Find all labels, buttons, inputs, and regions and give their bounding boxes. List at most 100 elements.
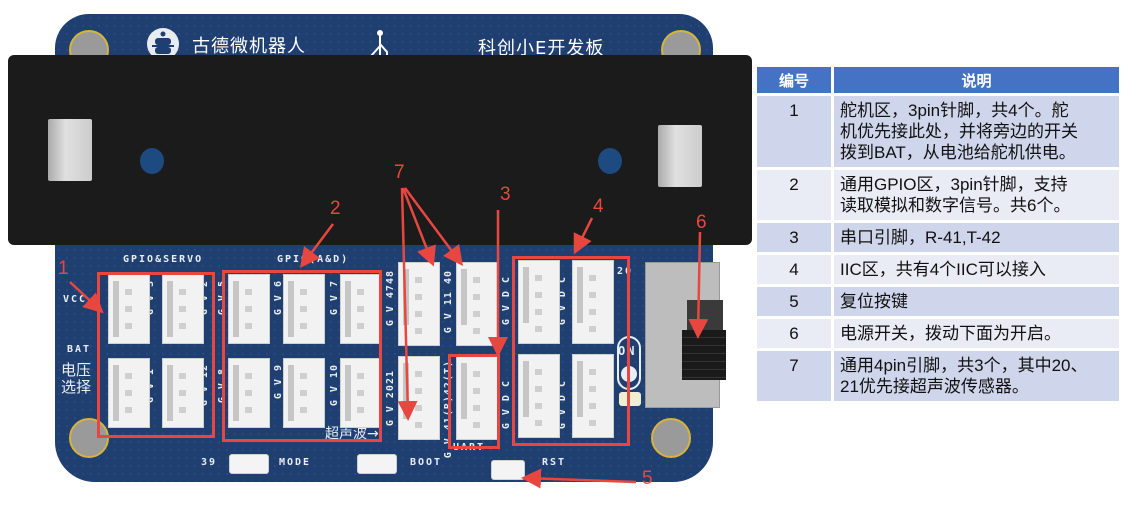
description-line: 复位按键	[840, 292, 908, 311]
connector-pin	[535, 275, 542, 281]
connector-pin	[125, 306, 132, 312]
connector-pin	[415, 328, 422, 334]
connector-pin	[357, 323, 364, 329]
connector-pin	[473, 388, 480, 394]
row-number: 1	[757, 96, 831, 167]
connector-pin	[415, 311, 422, 317]
vcc-label: VCC	[63, 294, 88, 305]
pin-39-label: 39	[201, 457, 218, 468]
connector-3pin	[108, 358, 150, 428]
battery-holder	[8, 55, 752, 245]
mounting-hole	[651, 418, 691, 458]
row-number: 2	[757, 170, 831, 220]
connector-pin	[357, 373, 364, 379]
description-line: 拨到BAT，从电池给舵机供电。	[840, 143, 1076, 162]
column-gap	[831, 96, 834, 167]
connector-pin	[473, 294, 480, 300]
mode-button[interactable]	[229, 454, 269, 474]
arrow-6	[688, 231, 709, 339]
connector-pin	[589, 326, 596, 332]
connector-pin	[473, 311, 480, 317]
connector-pin	[589, 403, 596, 409]
column-gap	[831, 319, 834, 348]
ultrasonic-label: 超声波→	[325, 426, 379, 442]
connector-pin	[415, 371, 422, 377]
connector-pin	[535, 420, 542, 426]
column-gap	[831, 255, 834, 284]
connector-pin	[357, 390, 364, 396]
row-number: 7	[757, 351, 831, 401]
connector-pin	[357, 289, 364, 295]
connector-pin	[589, 292, 596, 298]
annotation-arrows	[69, 187, 709, 489]
mounting-hole	[69, 418, 109, 458]
connector-pin	[535, 403, 542, 409]
row-description: IIC区，共有4个IIC可以接入	[834, 255, 1119, 284]
connector-pin	[473, 405, 480, 411]
arrow-2	[300, 223, 334, 268]
ultrasonic-text: 超声波	[325, 426, 367, 442]
servo-zone-box	[97, 272, 215, 438]
voltage-select-label: 电压 选择	[61, 362, 91, 396]
connector-4pin	[398, 356, 440, 440]
arrow-5	[521, 468, 637, 489]
arrow-4	[573, 217, 594, 255]
connector-pin	[589, 309, 596, 315]
connector-pin	[245, 323, 252, 329]
connector-pin	[300, 306, 307, 312]
battery-hole	[140, 148, 164, 174]
description-line: 机优先接此处，并将旁边的开关	[840, 122, 1078, 141]
connector-pin	[179, 323, 186, 329]
connector-pin	[589, 275, 596, 281]
mode-label: MODE	[279, 457, 312, 468]
row-description: 电源开关，拨动下面为开启。	[834, 319, 1119, 348]
connector-pin	[179, 306, 186, 312]
connector-pin	[535, 326, 542, 332]
iic-zone-box	[512, 256, 630, 446]
arrow-7c	[397, 187, 418, 421]
connector-4pin	[572, 260, 614, 344]
connector-pin	[245, 289, 252, 295]
description-line: 串口引脚，R-41,T-42	[840, 228, 1001, 247]
connector-pin	[357, 306, 364, 312]
table-header-row: 编号 说明	[757, 67, 1119, 93]
connector-pin	[535, 369, 542, 375]
connector-pin	[300, 289, 307, 295]
battery-clip	[658, 125, 702, 187]
header-number: 编号	[757, 67, 831, 93]
connector-3pin	[283, 274, 325, 344]
connector-pin	[125, 289, 132, 295]
row-description: 通用GPIO区，3pin针脚，支持读取模拟和数字信号。共6个。	[834, 170, 1119, 220]
connector-pin	[300, 373, 307, 379]
connector-pin	[535, 309, 542, 315]
boot-button[interactable]	[357, 454, 397, 474]
arrow-1	[69, 281, 104, 314]
row-number: 6	[757, 319, 831, 348]
callout-5: 5	[642, 468, 653, 489]
led-pad	[619, 392, 641, 406]
connector-pin	[589, 369, 596, 375]
connector-pin	[300, 390, 307, 396]
connector-pin	[179, 390, 186, 396]
connector-pin	[473, 277, 480, 283]
connector-3pin	[108, 274, 150, 344]
product-label: 科创小E开发板	[478, 38, 605, 59]
column-gap	[831, 67, 834, 93]
callout-6: 6	[696, 212, 707, 233]
description-line: 通用GPIO区，3pin针脚，支持	[840, 175, 1068, 194]
connector-3pin	[228, 358, 270, 428]
connector-pin	[125, 407, 132, 413]
description-line: 舵机区，3pin针脚，共4个。舵	[840, 101, 1069, 120]
connector-pin	[473, 328, 480, 334]
column-gap	[831, 287, 834, 316]
description-line: IIC区，共有4个IIC可以接入	[840, 260, 1046, 279]
connector-pin	[357, 407, 364, 413]
rst-label: RST	[542, 457, 567, 468]
row-description: 舵机区，3pin针脚，共4个。舵机优先接此处，并将旁边的开关拨到BAT，从电池给…	[834, 96, 1119, 167]
connector-pin	[535, 386, 542, 392]
connector-pin	[245, 306, 252, 312]
row-description: 复位按键	[834, 287, 1119, 316]
